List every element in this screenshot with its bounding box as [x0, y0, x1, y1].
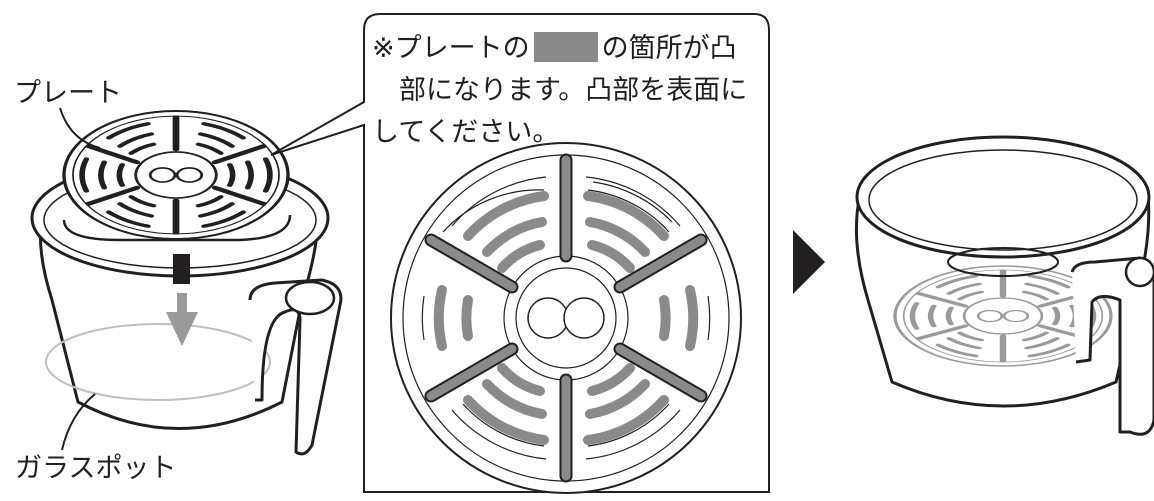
- callout-line-3: してください。: [372, 117, 560, 148]
- plate-leader-line: [59, 107, 101, 149]
- callout-text: ※プレートの の箇所が凸 部になります。凸部を表面に してください。: [372, 28, 747, 154]
- callout-line-2: 部になります。凸部を表面に: [399, 75, 748, 106]
- glass-pot-label: ガラスポット: [15, 453, 177, 484]
- down-arrow-icon: [166, 293, 198, 346]
- glass-pot-right: [854, 135, 1154, 436]
- plate-label: プレート: [14, 78, 122, 109]
- callout-line-1-start: ※プレートの: [372, 33, 530, 64]
- motion-bar: [173, 254, 190, 284]
- raised-part-swatch: [533, 32, 598, 62]
- plate-left: [64, 111, 288, 239]
- callout-line-1-end: の箇所が凸: [601, 33, 737, 64]
- pot-leader-line: [61, 393, 96, 451]
- next-step-arrow-icon: [793, 230, 825, 294]
- plate-detail: [390, 142, 742, 494]
- callout-line-1: ※プレートの の箇所が凸: [372, 28, 747, 70]
